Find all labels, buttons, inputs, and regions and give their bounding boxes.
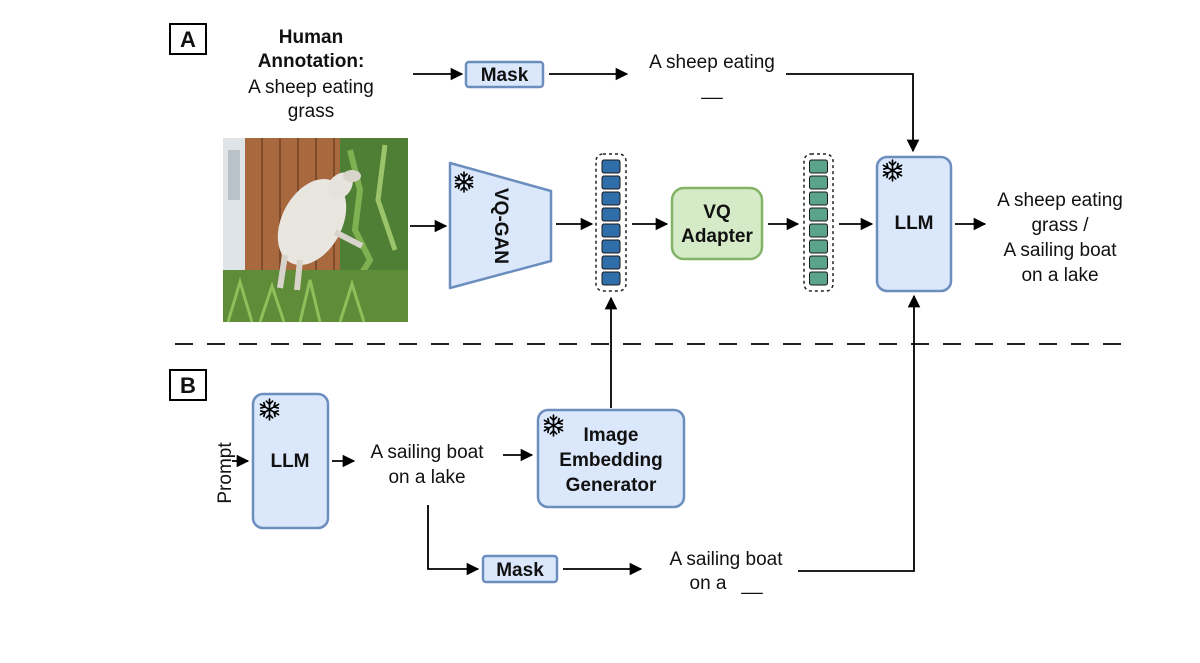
svg-text:Generator: Generator [566,475,657,496]
model-output: A sheep eating grass / A sailing boat on… [997,190,1123,286]
svg-text:A sailing boat: A sailing boat [370,442,484,463]
masked-blank-top: __ [700,79,723,100]
image-embedding-generator: Image Embedding Generator [536,408,686,509]
annotation-text-line-2: grass [288,101,334,122]
llm-top: LLM [875,155,953,293]
image-token-column [595,153,627,292]
masked-caption-bottom: A sailing boat on a __ [669,549,783,595]
llm-bottom: LLM [251,392,330,530]
image-token [601,255,621,270]
svg-text:LLM: LLM [894,213,933,234]
svg-text:on a: on a [690,573,727,594]
image-token [601,207,621,222]
adapted-token [809,159,828,174]
svg-text:Mask: Mask [481,65,529,86]
masked-blank-bottom: __ [740,574,763,595]
adapted-token [809,175,828,190]
image-token [601,223,621,238]
human-annotation: Human Annotation: A sheep eating grass [248,27,374,122]
mask-box-bottom: Mask [481,554,559,584]
image-token [601,239,621,254]
svg-text:Embedding: Embedding [559,450,662,471]
image-token [601,175,621,190]
svg-text:Adapter: Adapter [681,226,753,247]
svg-text:B: B [180,373,196,398]
svg-text:LLM: LLM [270,451,309,472]
annotation-title-line-1: Human [279,27,343,48]
adapted-token [809,207,828,222]
svg-text:A sheep eating: A sheep eating [997,190,1123,211]
adapted-token [809,223,828,238]
svg-text:A: A [180,27,196,52]
svg-text:Mask: Mask [496,560,544,581]
image-token [601,191,621,206]
generated-caption: A sailing boat on a lake [370,442,484,488]
svg-text:on a lake: on a lake [388,467,465,488]
adapted-token [809,191,828,206]
svg-text:grass /: grass / [1031,215,1089,236]
annotation-title-line-2: Annotation: [258,51,365,72]
masked-caption-top: A sheep eating [649,52,775,73]
panel-a-label: A [169,23,207,55]
image-token [601,159,621,174]
adapted-token [809,255,828,270]
vqgan-encoder: VQ-GAN [448,161,553,290]
panel-b-label: B [169,369,207,401]
svg-text:A sailing boat: A sailing boat [1003,240,1117,261]
svg-text:on a lake: on a lake [1021,265,1098,286]
vq-adapter: VQ Adapter [670,186,764,261]
annotation-text-line-1: A sheep eating [248,77,374,98]
mask-box-top: Mask [464,60,545,89]
sheep-image [223,138,408,323]
svg-text:Image: Image [584,425,639,446]
vqgan-label: VQ-GAN [490,188,511,264]
prompt-label: Prompt [215,442,236,504]
svg-text:A sailing boat: A sailing boat [669,549,783,570]
adapted-token-column [803,153,834,292]
adapted-token [809,239,828,254]
adapted-token [809,271,828,286]
svg-text:VQ: VQ [703,202,730,223]
image-token [601,271,621,286]
